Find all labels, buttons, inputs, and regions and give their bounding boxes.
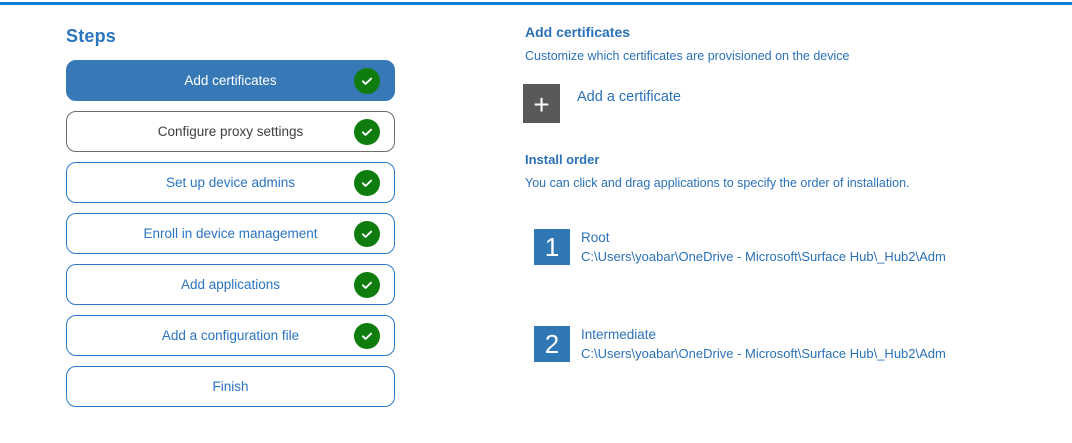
- completed-check-icon: [354, 322, 380, 349]
- install-item-text: Root C:\Users\yoabar\OneDrive - Microsof…: [581, 230, 946, 265]
- steps-title: Steps: [66, 26, 117, 46]
- step-button-add-certificates[interactable]: Add certificates: [66, 60, 395, 101]
- order-number-tile: 2: [534, 326, 570, 362]
- install-order-item-intermediate[interactable]: 2 Intermediate C:\Users\yoabar\OneDrive …: [534, 326, 946, 362]
- step-label: Add applications: [180, 277, 281, 292]
- order-number-tile: 1: [534, 229, 570, 265]
- pane-heading: Add certificates: [525, 24, 631, 40]
- add-certificates-pane: Add certificates Customize which certifi…: [523, 20, 1072, 417]
- step-button-enroll-in-device-management[interactable]: Enroll in device management: [66, 213, 395, 254]
- step-label: Enroll in device management: [143, 226, 318, 241]
- step-button-configure-proxy-settings[interactable]: Configure proxy settings: [66, 111, 395, 152]
- completed-check-icon: [354, 169, 380, 196]
- top-accent-divider: [0, 2, 1072, 5]
- wizard-layout: Steps Add certificates Configure proxy s…: [66, 20, 1072, 417]
- certificate-path: C:\Users\yoabar\OneDrive - Microsoft\Sur…: [581, 248, 946, 264]
- install-order-item-root[interactable]: 1 Root C:\Users\yoabar\OneDrive - Micros…: [534, 229, 946, 265]
- install-order-description: You can click and drag applications to s…: [525, 176, 910, 190]
- plus-tile[interactable]: +: [523, 84, 560, 123]
- step-label: Add certificates: [184, 73, 277, 88]
- step-label: Configure proxy settings: [157, 124, 304, 139]
- certificate-name: Root: [581, 229, 610, 245]
- pane-description: Customize which certificates are provisi…: [525, 49, 850, 63]
- add-certificate-label: Add a certificate: [577, 89, 681, 105]
- order-number: 1: [544, 232, 560, 262]
- install-item-text: Intermediate C:\Users\yoabar\OneDrive - …: [581, 327, 946, 362]
- completed-check-icon: [354, 67, 380, 94]
- completed-check-icon: [354, 271, 380, 298]
- install-order-heading: Install order: [525, 152, 600, 167]
- step-button-add-a-configuration-file[interactable]: Add a configuration file: [66, 315, 395, 356]
- steps-sidebar: Steps Add certificates Configure proxy s…: [66, 20, 395, 417]
- add-certificate-button[interactable]: + Add a certificate: [523, 84, 681, 123]
- step-label: Finish: [212, 379, 249, 394]
- certificate-name: Intermediate: [581, 326, 657, 342]
- step-button-finish[interactable]: Finish: [66, 366, 395, 407]
- plus-icon: +: [533, 88, 550, 120]
- completed-check-icon: [354, 118, 380, 145]
- step-button-set-up-device-admins[interactable]: Set up device admins: [66, 162, 395, 203]
- completed-check-icon: [354, 220, 380, 247]
- order-number: 2: [544, 329, 560, 359]
- step-label: Set up device admins: [165, 175, 296, 190]
- step-label: Add a configuration file: [161, 328, 300, 343]
- step-button-add-applications[interactable]: Add applications: [66, 264, 395, 305]
- certificate-path: C:\Users\yoabar\OneDrive - Microsoft\Sur…: [581, 345, 946, 361]
